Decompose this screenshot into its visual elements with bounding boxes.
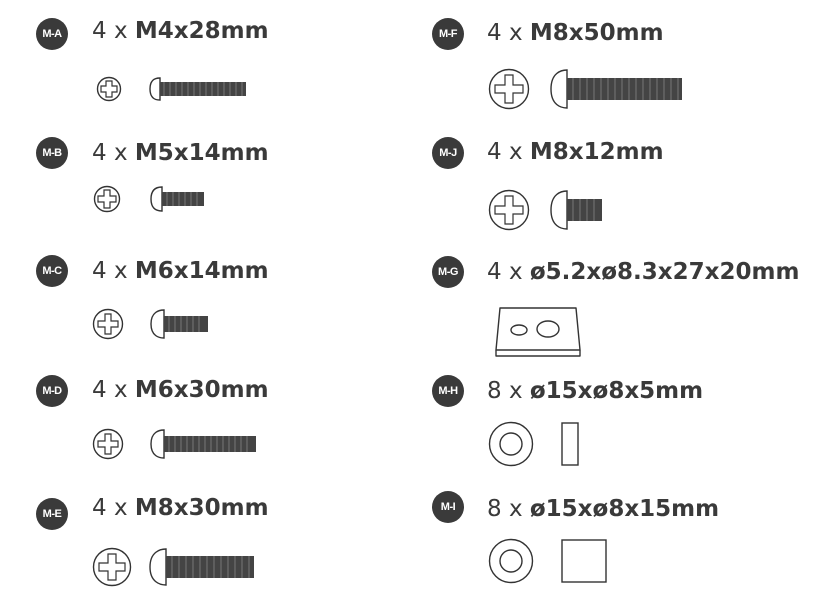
item-quantity: 4 x	[92, 377, 128, 403]
item-code-badge: M-F	[432, 18, 464, 50]
item-size: M8x12mm	[529, 139, 664, 165]
spacer-side-icon	[561, 539, 607, 583]
phillips-head-icon	[93, 185, 121, 213]
item-size: M8x30mm	[134, 495, 269, 521]
item-code-badge: M-I	[432, 491, 464, 523]
item-code-badge: M-G	[432, 256, 464, 288]
screw-icon	[550, 69, 682, 109]
item-quantity: 8 x	[487, 496, 523, 522]
screw-icon	[149, 77, 246, 101]
item-label: 4 x ø5.2xø8.3x27x20mm	[487, 258, 799, 286]
item-label: 4 x M4x28mm	[92, 17, 269, 45]
spacer-side-icon	[561, 422, 579, 466]
item-code-badge: M-C	[36, 255, 68, 287]
item-label: 4 x M6x30mm	[92, 376, 269, 404]
spacer-plate-icon	[495, 307, 581, 357]
item-size: M6x30mm	[134, 377, 269, 403]
screw-icon	[150, 429, 256, 459]
item-size: M5x14mm	[134, 140, 269, 166]
screw-icon	[150, 309, 208, 339]
item-size: M6x14mm	[134, 258, 269, 284]
phillips-head-icon	[92, 547, 132, 587]
item-quantity: 4 x	[92, 495, 128, 521]
phillips-head-icon	[92, 428, 124, 460]
item-quantity: 4 x	[92, 140, 128, 166]
phillips-head-icon	[488, 68, 530, 110]
item-code-badge: M-A	[36, 18, 68, 50]
phillips-head-icon	[96, 76, 122, 102]
item-quantity: 4 x	[487, 20, 523, 46]
phillips-head-icon	[488, 189, 530, 231]
screw-icon	[150, 186, 204, 212]
item-quantity: 8 x	[487, 378, 523, 404]
item-size: M4x28mm	[134, 18, 269, 44]
item-label: 4 x M5x14mm	[92, 139, 269, 167]
washer-icon	[488, 421, 534, 467]
item-quantity: 4 x	[487, 259, 523, 285]
item-quantity: 4 x	[92, 258, 128, 284]
item-size: ø5.2xø8.3x27x20mm	[529, 259, 800, 285]
item-label: 4 x M8x30mm	[92, 494, 269, 522]
item-label: 8 x ø15xø8x5mm	[487, 377, 703, 405]
item-size: M8x50mm	[529, 20, 664, 46]
item-code-badge: M-H	[432, 375, 464, 407]
washer-icon	[488, 538, 534, 584]
item-quantity: 4 x	[487, 139, 523, 165]
item-quantity: 4 x	[92, 18, 128, 44]
phillips-head-icon	[92, 308, 124, 340]
screw-icon	[149, 548, 254, 586]
item-code-badge: M-E	[36, 498, 68, 530]
item-code-badge: M-B	[36, 137, 68, 169]
item-code-badge: M-D	[36, 375, 68, 407]
item-label: 4 x M8x50mm	[487, 19, 664, 47]
item-size: ø15xø8x5mm	[529, 378, 704, 404]
screw-icon	[550, 190, 602, 230]
item-size: ø15xø8x15mm	[529, 496, 720, 522]
item-label: 4 x M8x12mm	[487, 138, 664, 166]
item-label: 4 x M6x14mm	[92, 257, 269, 285]
item-label: 8 x ø15xø8x15mm	[487, 495, 719, 523]
item-code-badge: M-J	[432, 137, 464, 169]
